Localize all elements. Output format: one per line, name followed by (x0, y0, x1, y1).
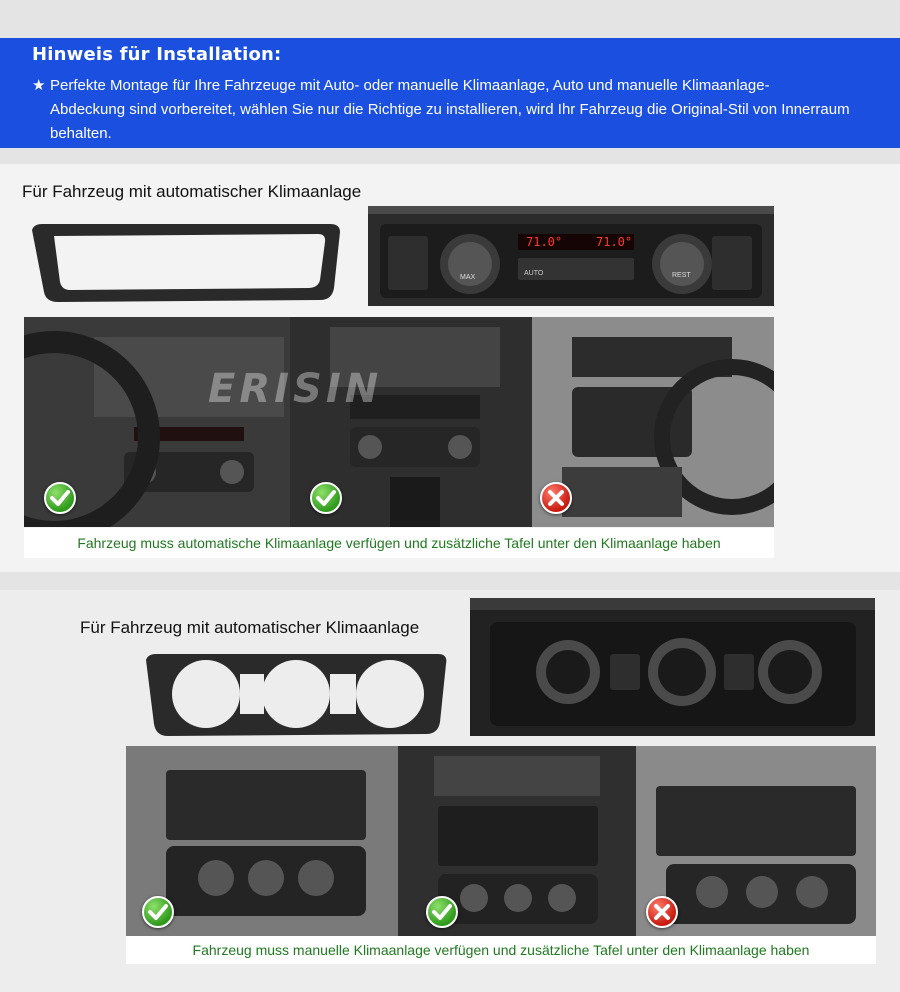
rest-label: REST (672, 272, 691, 279)
auto-car-photo-1 (24, 317, 290, 527)
manual-car-graphic-3 (636, 746, 876, 938)
star-icon: ★ (32, 77, 46, 94)
auto-frame-graphic (32, 224, 340, 302)
auto-climate-control-photo: 71.0° 71.0° MAX AUTO REST (368, 206, 774, 306)
manual-section-heading: Für Fahrzeug mit automatischer Klimaanla… (80, 618, 420, 637)
manual-control-graphic (470, 598, 875, 736)
manual-caption: Fahrzeug muss manuelle Klimaanlage verfü… (126, 936, 876, 964)
manual-car-photo-3 (636, 746, 876, 938)
temp-display-left: 71.0° (526, 235, 563, 249)
temp-display-right: 71.0° (596, 235, 633, 249)
notice-title: Hinweis für Installation: (32, 44, 282, 65)
auto-control-graphic (368, 206, 774, 306)
check-icon (142, 896, 174, 928)
check-icon (44, 482, 76, 514)
auto-car-graphic-3 (532, 317, 774, 527)
auto-car-graphic-1 (24, 317, 290, 527)
auto-caption: Fahrzeug muss automatische Klimaanlage v… (24, 528, 774, 558)
auto-frame-panel (28, 222, 344, 306)
notice-text: ★Perfekte Montage für Ihre Fahrzeuge mit… (32, 74, 872, 146)
manual-climate-control-photo (470, 598, 875, 736)
auto-car-photo-3 (532, 317, 774, 527)
check-icon (310, 482, 342, 514)
cross-icon (540, 482, 572, 514)
auto-section-heading: Für Fahrzeug mit automatischer Klimaanla… (22, 182, 362, 201)
auto-label: AUTO (524, 270, 544, 277)
manual-frame-graphic (146, 654, 447, 736)
notice-line-1: Perfekte Montage für Ihre Fahrzeuge mit … (50, 77, 770, 94)
notice-line-2: Abdeckung sind vorbereitet, wählen Sie n… (50, 101, 850, 142)
installation-notice-banner: Hinweis für Installation: ★Perfekte Mont… (0, 38, 900, 148)
manual-frame-panel (144, 652, 450, 738)
max-label: MAX (460, 274, 476, 281)
erisin-watermark: ERISIN (208, 366, 383, 412)
check-icon (426, 896, 458, 928)
cross-icon (646, 896, 678, 928)
